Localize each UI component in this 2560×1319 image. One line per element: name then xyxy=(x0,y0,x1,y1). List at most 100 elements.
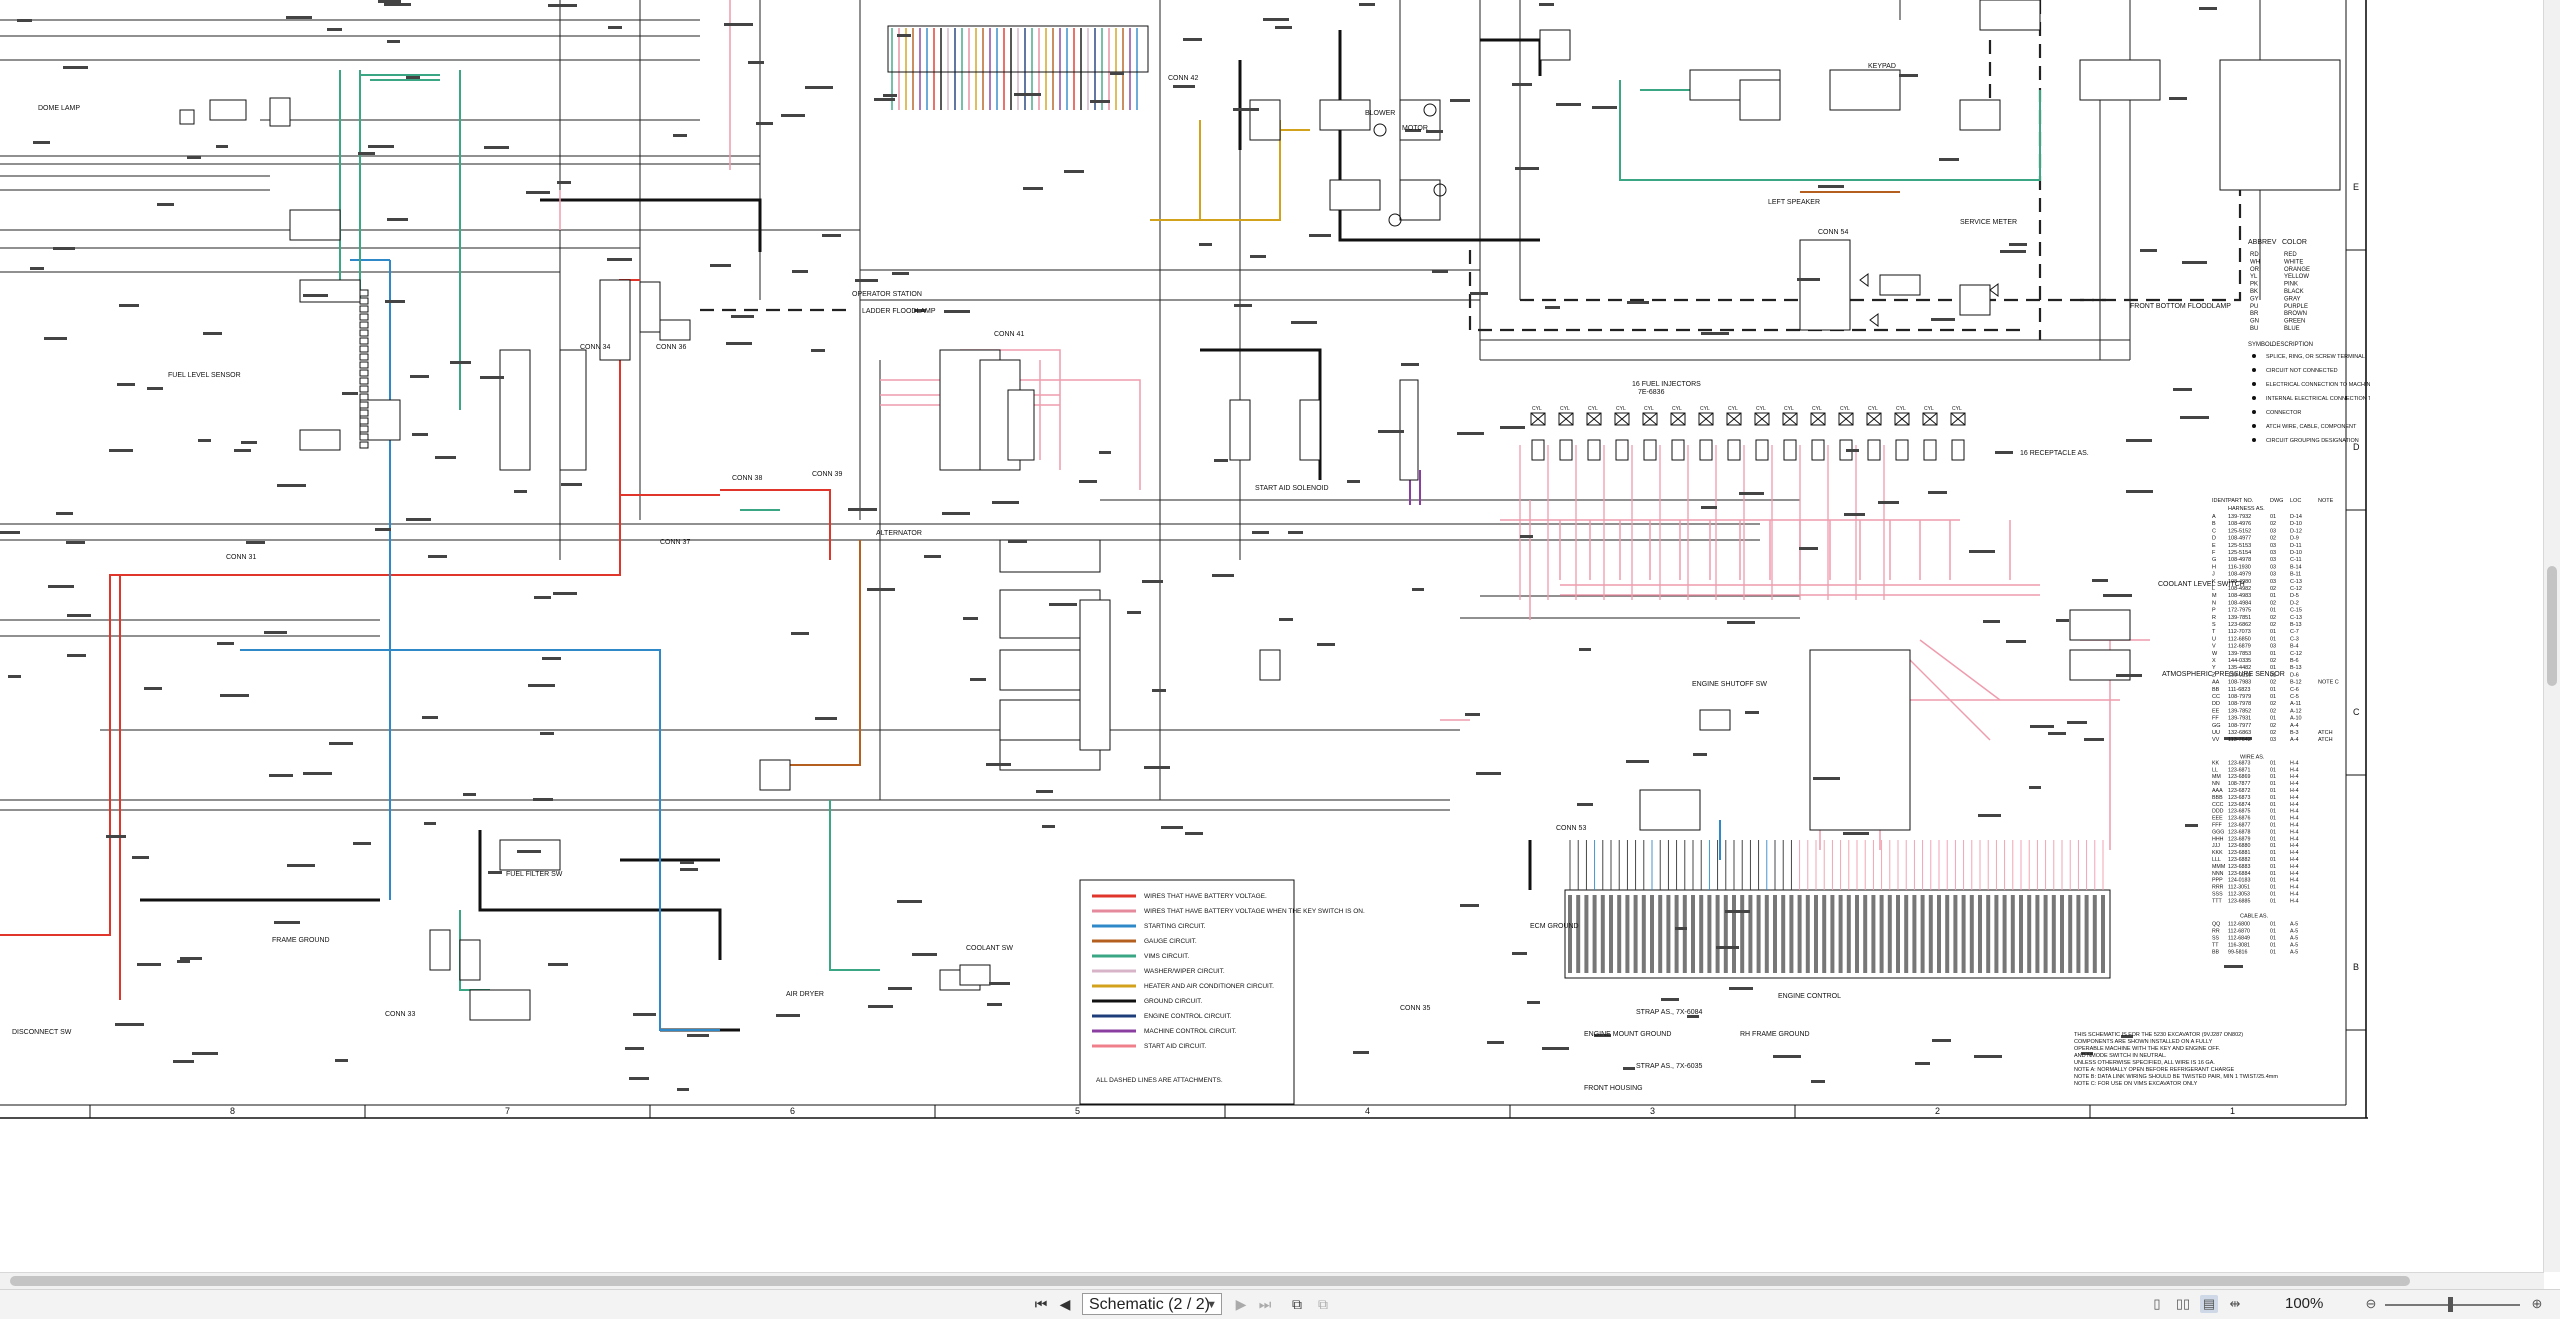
wire-cell: H-4 xyxy=(2290,871,2299,877)
wire-label-mark xyxy=(710,264,731,267)
harness-cell: D-10 xyxy=(2290,550,2302,556)
first-page-icon[interactable]: ⏮ xyxy=(1034,1296,1048,1312)
wire-label-mark xyxy=(450,361,471,364)
wire-cell: H-4 xyxy=(2290,850,2299,856)
caption-conn53: CONN 53 xyxy=(1556,825,1586,832)
wire-label-mark xyxy=(2116,674,2142,677)
forward-view-icon[interactable]: ⧉ xyxy=(1318,1296,1328,1312)
last-page-icon[interactable]: ⏭ xyxy=(1258,1296,1272,1312)
symbol-description: INTERNAL ELECTRICAL CONNECTION TO SURFAC… xyxy=(2266,396,2370,402)
wire-label-mark xyxy=(1353,1051,1369,1054)
wire-label-mark xyxy=(44,337,67,340)
caption-ladder: LADDER FLOODLAMP xyxy=(862,308,936,315)
connector-53-pin-label xyxy=(1740,895,1745,973)
injector-label: CYL xyxy=(1756,406,1766,412)
caption-dome: DOME LAMP xyxy=(38,105,80,112)
horizontal-scrollbar[interactable] xyxy=(0,1272,2544,1289)
prev-page-icon[interactable]: ◀ xyxy=(1059,1296,1071,1312)
connector-53-pin-label xyxy=(1797,895,1802,973)
vertical-scrollbar[interactable] xyxy=(2543,0,2560,1272)
connector-53-pin-label xyxy=(1986,895,1991,973)
injector-mark xyxy=(1950,412,1966,426)
cable-cell: 112-6800 xyxy=(2228,921,2250,927)
wire-cell: H-4 xyxy=(2290,767,2299,773)
wire-cell: H-4 xyxy=(2290,843,2299,849)
column-label: 4 xyxy=(1365,1106,1370,1116)
note-line: UNLESS OTHERWISE SPECIFIED, ALL WIRE IS … xyxy=(2074,1060,2215,1066)
note-line: AND NMODE SWITCH IN NEUTRAL. xyxy=(2074,1053,2167,1059)
component-box xyxy=(1249,99,1281,141)
injector-mark xyxy=(1894,412,1910,426)
continuous-view-icon[interactable]: ▤ xyxy=(2200,1295,2218,1313)
harness-cell: B-4 xyxy=(2290,644,2299,650)
wire-label-mark xyxy=(412,433,428,436)
wire-label-mark xyxy=(157,203,174,206)
wire-label-mark xyxy=(303,772,332,775)
wire-label-mark xyxy=(1079,480,1097,483)
zoom-slider-thumb[interactable] xyxy=(2448,1297,2453,1312)
wire-cell: 01 xyxy=(2270,781,2276,787)
vertical-scroll-thumb[interactable] xyxy=(2547,566,2557,686)
harness-cell: 02 xyxy=(2270,536,2276,542)
wire-label-mark xyxy=(1745,711,1759,714)
wire-label-mark xyxy=(557,181,571,184)
harness-cell: 02 xyxy=(2270,708,2276,714)
connector-53-pin-label xyxy=(2084,895,2089,973)
connector-53-pin-label xyxy=(1732,895,1736,973)
back-view-icon[interactable]: ⧉ xyxy=(1292,1296,1302,1312)
wire-table-title: WIRE AS. xyxy=(2240,754,2265,760)
wire-label-mark xyxy=(335,1059,348,1062)
two-page-view-icon[interactable]: ▯▯ xyxy=(2175,1296,2191,1311)
wire-label-mark xyxy=(897,34,911,37)
zoom-in-icon[interactable]: ⊕ xyxy=(2531,1296,2543,1311)
harness-cell: B-12 xyxy=(2290,680,2302,686)
pin xyxy=(359,329,369,337)
wire-cell: KKK xyxy=(2212,850,2223,856)
note-line: COMPONENTS ARE SHOWN INSTALLED ON A FULL… xyxy=(2074,1039,2213,1045)
wire-label-mark xyxy=(514,490,527,493)
page-select-dropdown[interactable]: Schematic (2 / 2) ▼ xyxy=(1082,1293,1222,1315)
wire-label-mark xyxy=(0,531,20,534)
motor-symbol xyxy=(1423,103,1437,117)
wire-label-mark xyxy=(385,300,405,303)
wire-label-mark xyxy=(1939,158,1959,161)
wire-bundles xyxy=(887,25,1885,600)
harness-cell: 135-4482 xyxy=(2228,665,2251,671)
pin xyxy=(359,433,369,441)
wire-cell: H-4 xyxy=(2290,892,2299,898)
horizontal-scroll-thumb[interactable] xyxy=(10,1276,2410,1286)
abbrev-color: WHITE xyxy=(2284,259,2303,265)
single-page-view-icon[interactable]: ▯ xyxy=(2153,1296,2161,1311)
cable-cell: A-5 xyxy=(2290,928,2298,934)
caption-coolant-sw: COOLANT SW xyxy=(966,945,1013,952)
motor-symbol xyxy=(1433,183,1447,197)
injector-label: CYL xyxy=(1616,406,1626,412)
connector-53-pin-label xyxy=(1928,895,1933,973)
wire-label-mark xyxy=(8,675,21,678)
wire-label-mark xyxy=(1214,459,1228,462)
next-page-icon[interactable]: ▶ xyxy=(1235,1296,1247,1312)
cable-cell: 116-3081 xyxy=(2228,942,2250,948)
wire-label-mark xyxy=(2182,261,2207,264)
zoom-level[interactable]: 100% xyxy=(2285,1295,2324,1312)
wire-label-mark xyxy=(1212,574,1234,577)
injector-mark xyxy=(1670,412,1686,426)
wire-label-mark xyxy=(30,267,44,270)
symbol-glyph xyxy=(2252,368,2256,372)
harness-cell: U xyxy=(2212,636,2216,642)
wire-label-mark xyxy=(1279,618,1293,621)
caption-engine-mount: ENGINE MOUNT GROUND xyxy=(1584,1031,1671,1038)
harness-cell: 03 xyxy=(2270,737,2276,743)
harness-cell: 139-0210 xyxy=(2228,672,2251,678)
wire-label-mark xyxy=(1183,38,1202,41)
wire-label-mark xyxy=(1693,753,1707,756)
wire-label-mark xyxy=(1687,1015,1699,1018)
zoom-out-icon[interactable]: ⊖ xyxy=(2365,1296,2377,1311)
caption-conn39: CONN 39 xyxy=(812,471,842,478)
fit-view-icon[interactable]: ⇹ xyxy=(2229,1296,2241,1311)
caption-conn35: CONN 35 xyxy=(1400,1005,1430,1012)
harness-cell: D-9 xyxy=(2290,536,2299,542)
wire-cell: 01 xyxy=(2270,795,2276,801)
